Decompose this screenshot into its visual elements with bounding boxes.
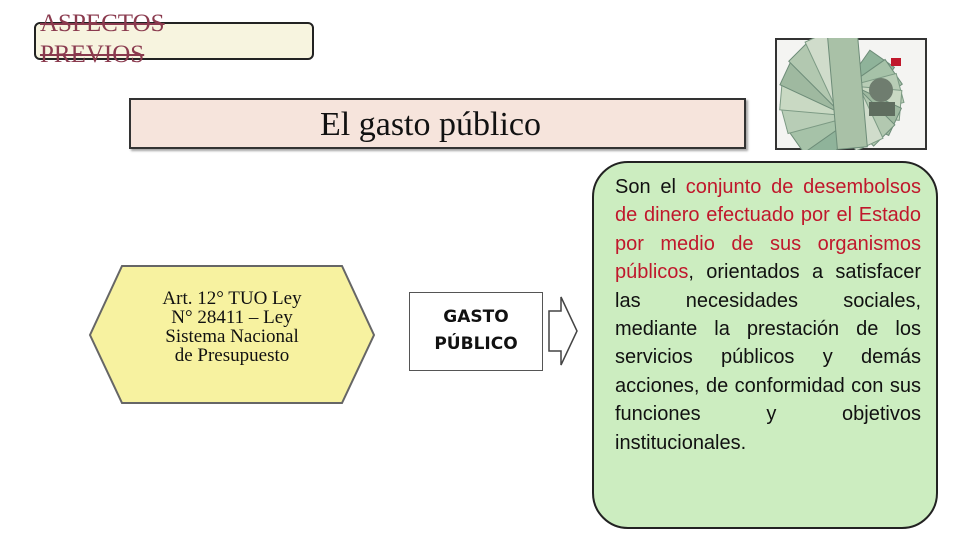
- section-tag-line-2: PREVIOS: [40, 41, 144, 68]
- law-reference-line-3: Sistema Nacional: [165, 326, 299, 347]
- slide-title: El gasto público: [129, 100, 732, 150]
- gasto-publico-line-1: GASTO: [443, 307, 508, 327]
- definition-text: Son el conjunto de desembolsos de dinero…: [615, 173, 921, 457]
- gasto-publico-line-2: PÚBLICO: [434, 334, 517, 354]
- law-reference-line-4: de Presupuesto: [175, 345, 290, 366]
- gasto-publico-label: GASTO PÚBLICO: [409, 304, 543, 358]
- law-reference-line-2: N° 28411 – Ley: [171, 307, 292, 328]
- law-reference-text: Art. 12° TUO Ley N° 28411 – Ley Sistema …: [120, 289, 344, 365]
- arrow-right-icon: [547, 295, 579, 367]
- section-tag-line-1: ASPECTOS: [40, 10, 165, 37]
- section-tag-label: ASPECTOS PREVIOS: [40, 8, 200, 70]
- law-reference-line-1: Art. 12° TUO Ley: [162, 288, 301, 309]
- definition-part-2: , orientados a satisfacer las necesidade…: [615, 261, 921, 453]
- money-banknotes-photo: [775, 38, 927, 150]
- definition-part-1: Son el: [615, 176, 686, 198]
